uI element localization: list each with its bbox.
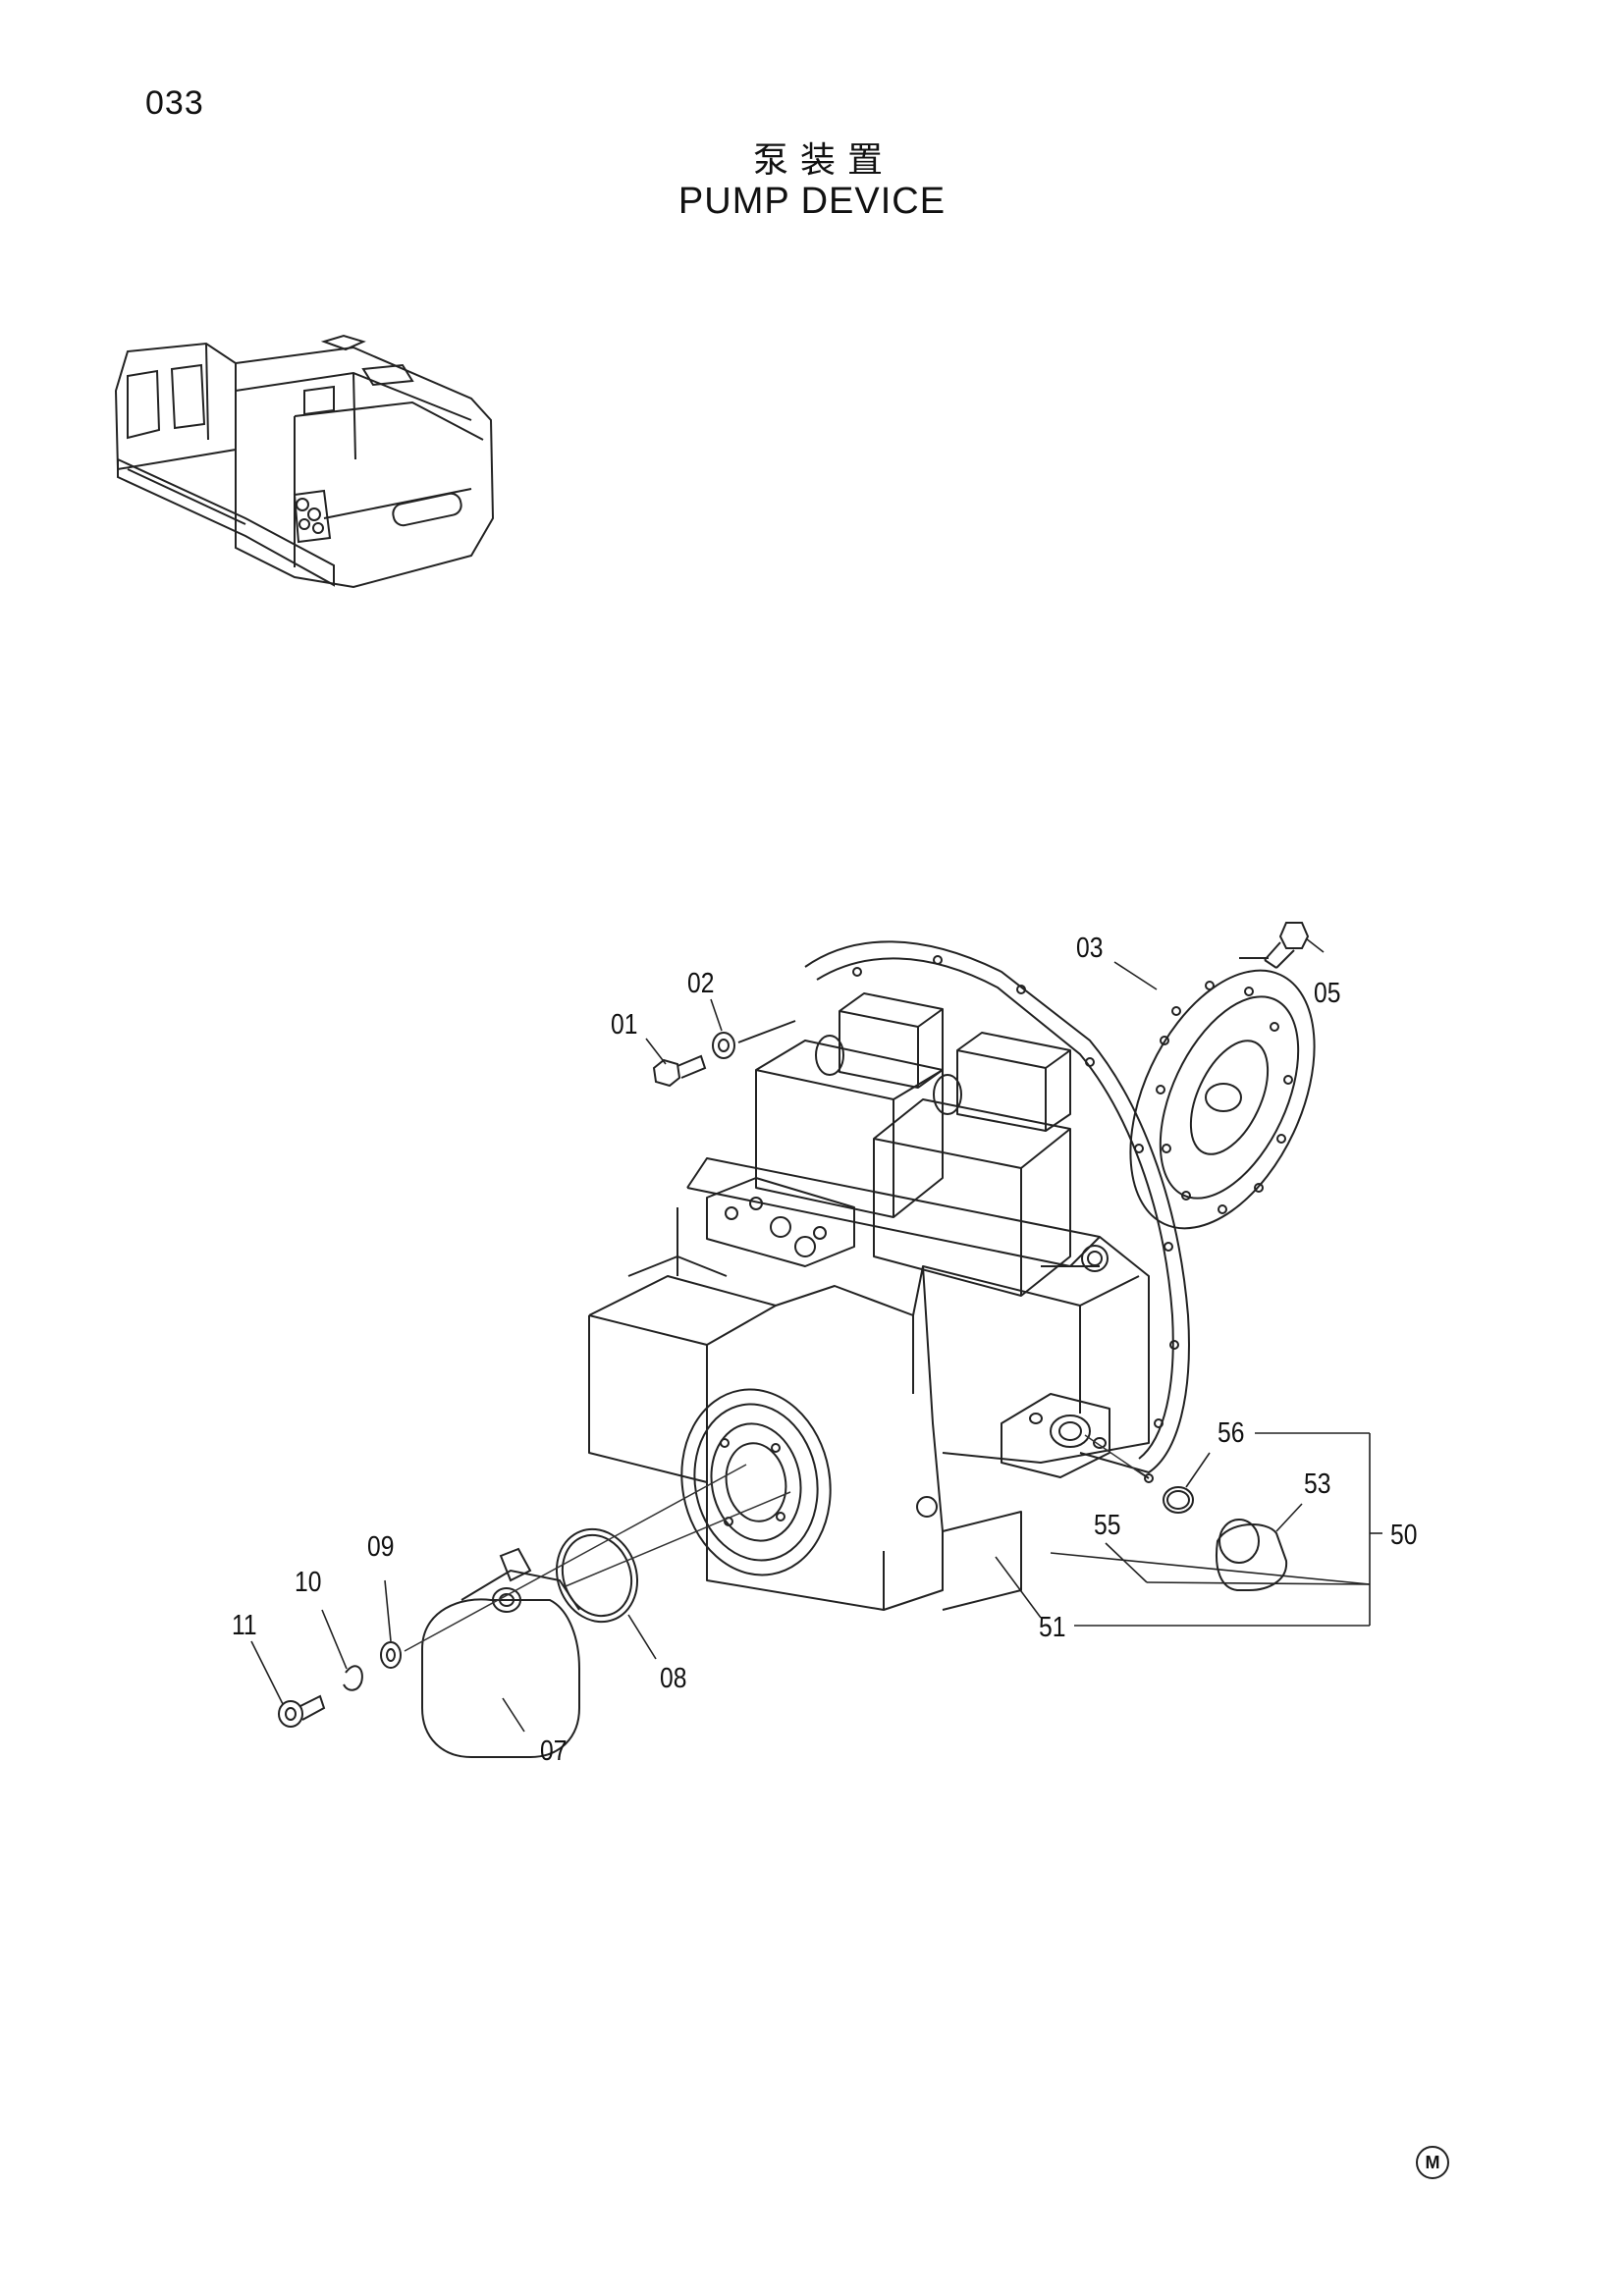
washer-09 [381,1642,401,1668]
callout-08: 08 [660,1663,687,1694]
callout-11: 11 [232,1610,257,1641]
callout-56: 56 [1218,1417,1245,1449]
circled-m-mark: M [1416,2146,1449,2179]
washer-02 [713,1021,795,1058]
pump-body [589,993,1149,1610]
callout-leaders [251,938,1382,1732]
callout-07: 07 [540,1735,568,1767]
callout-55: 55 [1094,1510,1121,1541]
bolt-05 [1239,923,1308,968]
page-title-chinese: 泵装置 [752,140,894,181]
exploded-centerlines [405,1435,1144,1651]
excavator-locator-image [98,322,530,597]
callout-02: 02 [687,968,715,999]
callout-51: 51 [1039,1612,1066,1643]
page-number: 033 [145,84,204,122]
o-ring-56 [1164,1487,1193,1513]
callout-01: 01 [611,1009,638,1041]
callout-50: 50 [1390,1520,1418,1551]
plug-53 [1217,1520,1286,1590]
mounting-flange [805,941,1189,1472]
cover-plate-03 [1093,941,1351,1256]
page-title: PUMP DEVICE [677,181,947,222]
callout-53: 53 [1304,1468,1331,1500]
callout-03: 03 [1076,933,1104,964]
bolt-11 [279,1696,324,1727]
cover-07 [422,1549,579,1757]
callout-09: 09 [367,1531,395,1563]
callout-05: 05 [1314,978,1341,1009]
o-ring-08 [544,1518,650,1633]
snap-ring-10 [344,1666,362,1690]
callout-10: 10 [295,1567,322,1598]
bolt-01 [654,1056,705,1086]
